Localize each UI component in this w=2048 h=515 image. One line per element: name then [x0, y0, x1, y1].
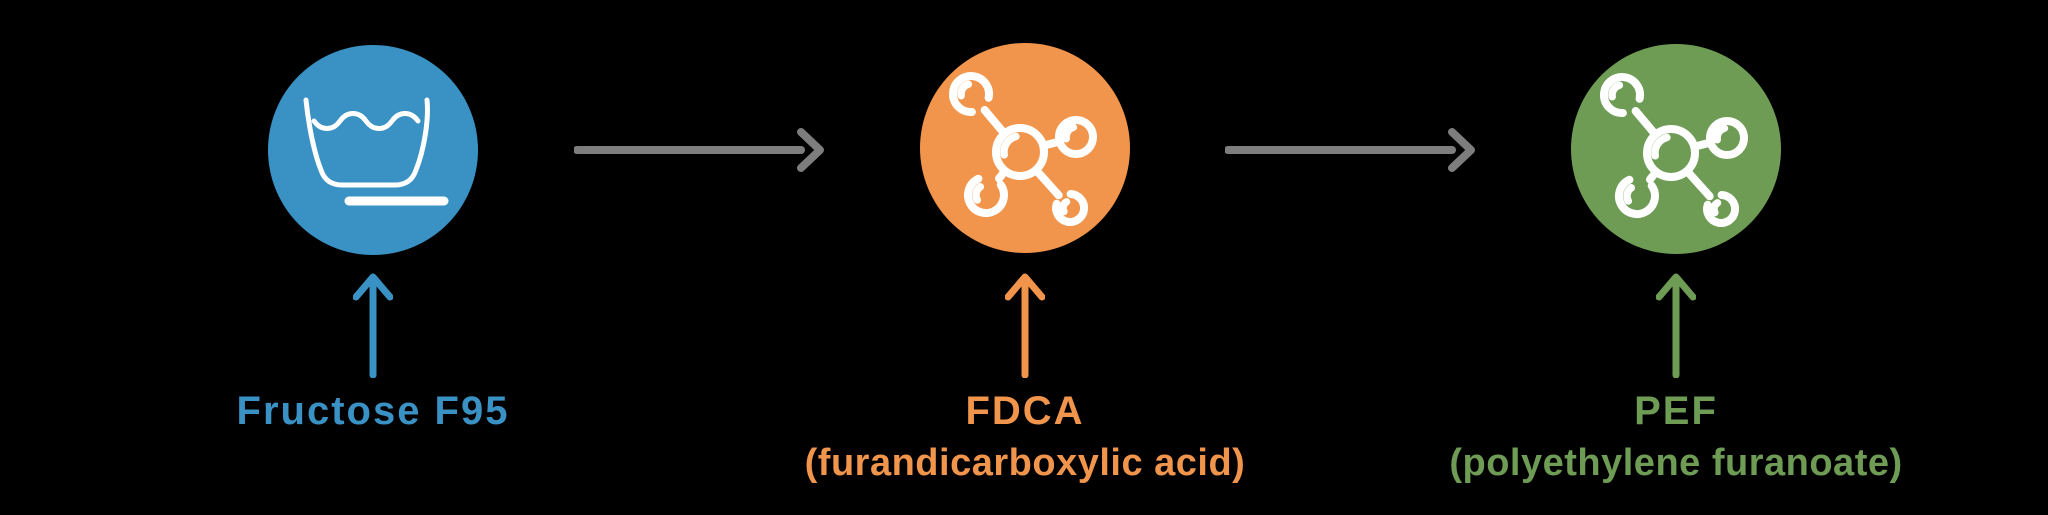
stage-circle-pef	[1571, 44, 1781, 254]
molecule-icon	[1600, 73, 1748, 227]
stage-label-pef: PEF (polyethylene furanoate)	[1376, 385, 1976, 490]
up-arrow-icon	[1656, 273, 1696, 378]
up-arrow-pef	[1656, 273, 1696, 378]
stage-disc	[920, 43, 1130, 253]
stage-label: PEF	[1634, 389, 1718, 433]
flow-arrow-1	[574, 128, 824, 172]
stage-circle-fructose	[268, 45, 478, 255]
stage-disc	[268, 45, 478, 255]
stage-sublabel: (polyethylene furanoate)	[1449, 442, 1903, 484]
up-arrow-fructose	[353, 273, 393, 378]
up-arrow-icon	[353, 273, 393, 378]
stage-label: FDCA	[965, 389, 1085, 433]
right-arrow-icon	[574, 128, 824, 172]
stage-disc	[1571, 44, 1781, 254]
right-arrow-icon	[1225, 128, 1475, 172]
wash-basin-icon	[303, 97, 449, 206]
flow-arrow-2	[1225, 128, 1475, 172]
up-arrow-fdca	[1005, 273, 1045, 378]
stage-label: Fructose F95	[236, 389, 510, 433]
stage-circle-fdca	[920, 43, 1130, 253]
stage-label-fdca: FDCA (furandicarboxylic acid)	[725, 385, 1325, 490]
up-arrow-icon	[1005, 273, 1045, 378]
molecule-icon	[949, 72, 1097, 226]
stage-label-fructose: Fructose F95	[123, 385, 623, 437]
stage-sublabel: (furandicarboxylic acid)	[804, 442, 1246, 484]
